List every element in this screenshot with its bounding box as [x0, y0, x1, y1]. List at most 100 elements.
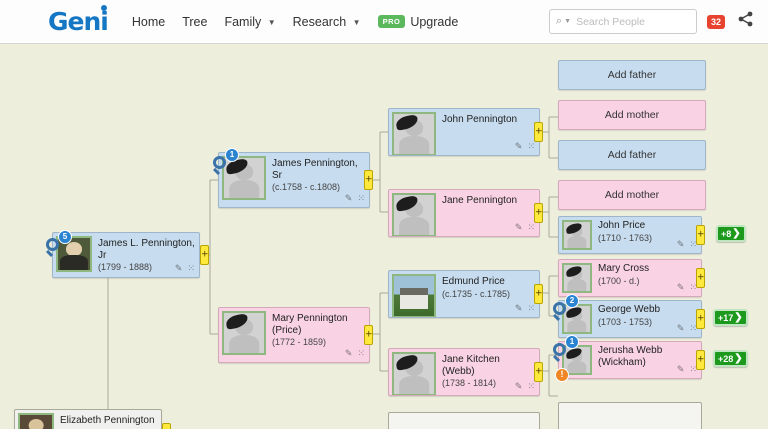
edit-pencil-icon[interactable]: ✎ [344, 193, 353, 203]
expand-toggle-james-l-pennington-jr[interactable] [200, 245, 209, 265]
share-icon[interactable] [737, 11, 754, 32]
card-tools: ✎ ⁙ [676, 239, 697, 250]
edit-pencil-icon[interactable]: ✎ [676, 282, 685, 292]
nav-item-family[interactable]: Family ▼ [224, 15, 275, 29]
more-relatives-badge-john-price[interactable]: +8 ❯ [716, 225, 746, 242]
person-name: George Webb [598, 304, 661, 315]
relations-icon[interactable]: ⁙ [357, 348, 364, 358]
person-name: James L. Pennington, Jr [98, 238, 195, 261]
card-tools: ✎ ⁙ [676, 323, 697, 334]
nav-item-tree[interactable]: Tree [182, 15, 207, 29]
add-mother-button-1[interactable]: Add mother [558, 100, 706, 130]
research-badge-george-webb[interactable]: 2 [553, 294, 579, 321]
relations-icon[interactable]: ⁙ [527, 381, 534, 391]
card-tools: ✎ ⁙ [514, 141, 535, 152]
chevron-right-icon: ❯ [734, 352, 743, 364]
magnifier-icon [213, 156, 226, 169]
edit-pencil-icon[interactable]: ✎ [344, 348, 353, 358]
geni-logo[interactable]: Geni [48, 5, 109, 34]
empty-card-placeholder-left[interactable] [388, 412, 540, 429]
add-father-button-1[interactable]: Add father [558, 60, 706, 90]
search-box[interactable]: ⌕ ▼ [548, 9, 697, 34]
person-dates: (1700 - d.) [598, 275, 640, 286]
chevron-down-icon[interactable]: ▼ [564, 18, 572, 25]
card-tools: ✎ ⁙ [676, 282, 697, 293]
more-count: +8 [721, 228, 732, 239]
person-card-james-l-pennington-jr[interactable]: James L. Pennington, Jr (1799 - 1888) ✎ … [52, 232, 200, 278]
expand-toggle-jerusha-webb-wickham[interactable] [696, 350, 705, 370]
person-card-mary-pennington-price[interactable]: Mary Pennington (Price) (1772 - 1859) ✎ … [218, 307, 370, 363]
person-card-edmund-price[interactable]: Edmund Price (c.1735 - c.1785) ✎ ⁙ [388, 270, 540, 318]
edit-pencil-icon[interactable]: ✎ [676, 364, 685, 374]
card-tools: ✎ ⁙ [514, 222, 535, 233]
relations-icon[interactable]: ⁙ [187, 263, 194, 273]
relations-icon[interactable]: ⁙ [357, 193, 364, 203]
add-father-label: Add father [607, 149, 657, 161]
edit-pencil-icon[interactable]: ✎ [174, 263, 183, 273]
edit-pencil-icon[interactable]: ✎ [514, 303, 523, 313]
nav-label-tree: Tree [182, 14, 208, 29]
person-card-john-price[interactable]: John Price (1710 - 1763) ✎ ⁙ [558, 216, 702, 254]
person-card-john-pennington[interactable]: John Pennington ✎ ⁙ [388, 108, 540, 156]
person-card-jane-pennington[interactable]: Jane Pennington ✎ ⁙ [388, 189, 540, 237]
person-dates: (c.1758 - c.1808) [272, 182, 341, 192]
person-card-mary-cross[interactable]: Mary Cross (1700 - d.) ✎ ⁙ [558, 259, 702, 297]
magnifier-icon [553, 343, 566, 356]
edit-pencil-icon[interactable]: ✎ [676, 323, 685, 333]
expand-toggle-edmund-price[interactable] [534, 284, 543, 304]
expand-toggle-john-pennington[interactable] [534, 122, 543, 142]
search-input[interactable] [576, 15, 690, 28]
edit-pencil-icon[interactable]: ✎ [514, 381, 523, 391]
edit-pencil-icon[interactable]: ✎ [514, 141, 523, 151]
nav-item-upgrade[interactable]: PRO Upgrade [377, 15, 458, 29]
person-dates: (c.1735 - c.1785) [442, 288, 511, 299]
chevron-right-icon: ❯ [734, 311, 743, 323]
relations-icon[interactable]: ⁙ [689, 364, 696, 374]
expand-toggle-mary-cross[interactable] [696, 268, 705, 288]
main-nav: Home Tree Family ▼ Research ▼ PRO Upgrad… [132, 15, 475, 29]
research-badge-james-pennington-sr[interactable]: 1 [213, 148, 239, 175]
expand-toggle-mary-pennington-price[interactable] [364, 325, 373, 345]
card-tools: ✎ ⁙ [514, 303, 535, 314]
add-father-button-2[interactable]: Add father [558, 140, 706, 170]
edit-pencil-icon[interactable]: ✎ [514, 222, 523, 232]
search-icon: ⌕ [555, 15, 563, 27]
expand-toggle-george-webb[interactable] [696, 309, 705, 329]
nav-label-home: Home [131, 14, 166, 29]
expand-toggle-jane-pennington[interactable] [534, 203, 543, 223]
person-card-elizabeth-pennington[interactable]: Elizabeth Pennington (1830 - 1906) ✎ [14, 409, 162, 429]
relations-icon[interactable]: ⁙ [527, 303, 534, 313]
person-card-george-webb[interactable]: George Webb (1703 - 1753) ✎ ⁙ [558, 300, 702, 338]
person-name: James Pennington, Sr [272, 158, 358, 181]
chevron-down-icon: ▼ [267, 17, 276, 27]
avatar [562, 220, 592, 250]
person-card-james-pennington-sr[interactable]: James Pennington, Sr (c.1758 - c.1808) ✎… [218, 152, 370, 208]
more-relatives-badge-george-webb[interactable]: +17 ❯ [713, 309, 748, 326]
alert-badge-jerusha-webb-wickham[interactable]: ! [555, 368, 569, 382]
empty-card-placeholder-right[interactable] [558, 402, 702, 429]
expand-toggle-elizabeth-pennington[interactable] [162, 423, 171, 429]
more-relatives-badge-jerusha-webb-wickham[interactable]: +28 ❯ [713, 350, 748, 367]
relations-icon[interactable]: ⁙ [689, 239, 696, 249]
person-card-jane-kitchen-webb[interactable]: Jane Kitchen (Webb) (1738 - 1814) ✎ ⁙ [388, 348, 540, 396]
add-mother-button-2[interactable]: Add mother [558, 180, 706, 210]
card-tools: ✎ ⁙ [174, 263, 195, 274]
relations-icon[interactable]: ⁙ [689, 323, 696, 333]
person-card-jerusha-webb-wickham[interactable]: Jerusha Webb (Wickham) ✎ ⁙ [558, 341, 702, 379]
expand-toggle-john-price[interactable] [696, 225, 705, 245]
nav-item-research[interactable]: Research ▼ [293, 15, 361, 29]
expand-toggle-jane-kitchen-webb[interactable] [534, 362, 543, 382]
nav-item-home[interactable]: Home [132, 15, 165, 29]
person-dates: (1772 - 1859) [272, 337, 327, 347]
person-name: Edmund Price [442, 276, 505, 287]
tree-canvas[interactable]: James L. Pennington, Jr (1799 - 1888) ✎ … [0, 44, 768, 429]
relations-icon[interactable]: ⁙ [527, 141, 534, 151]
more-count: +28 [718, 353, 734, 364]
relations-icon[interactable]: ⁙ [527, 222, 534, 232]
edit-pencil-icon[interactable]: ✎ [676, 239, 685, 249]
relations-icon[interactable]: ⁙ [689, 282, 696, 292]
expand-toggle-james-pennington-sr[interactable] [364, 170, 373, 190]
research-badge-jerusha-webb-wickham[interactable]: 1 [553, 335, 579, 362]
notification-badge[interactable]: 32 [706, 14, 725, 29]
research-badge-james-l-pennington-jr[interactable]: 5 [46, 230, 72, 257]
